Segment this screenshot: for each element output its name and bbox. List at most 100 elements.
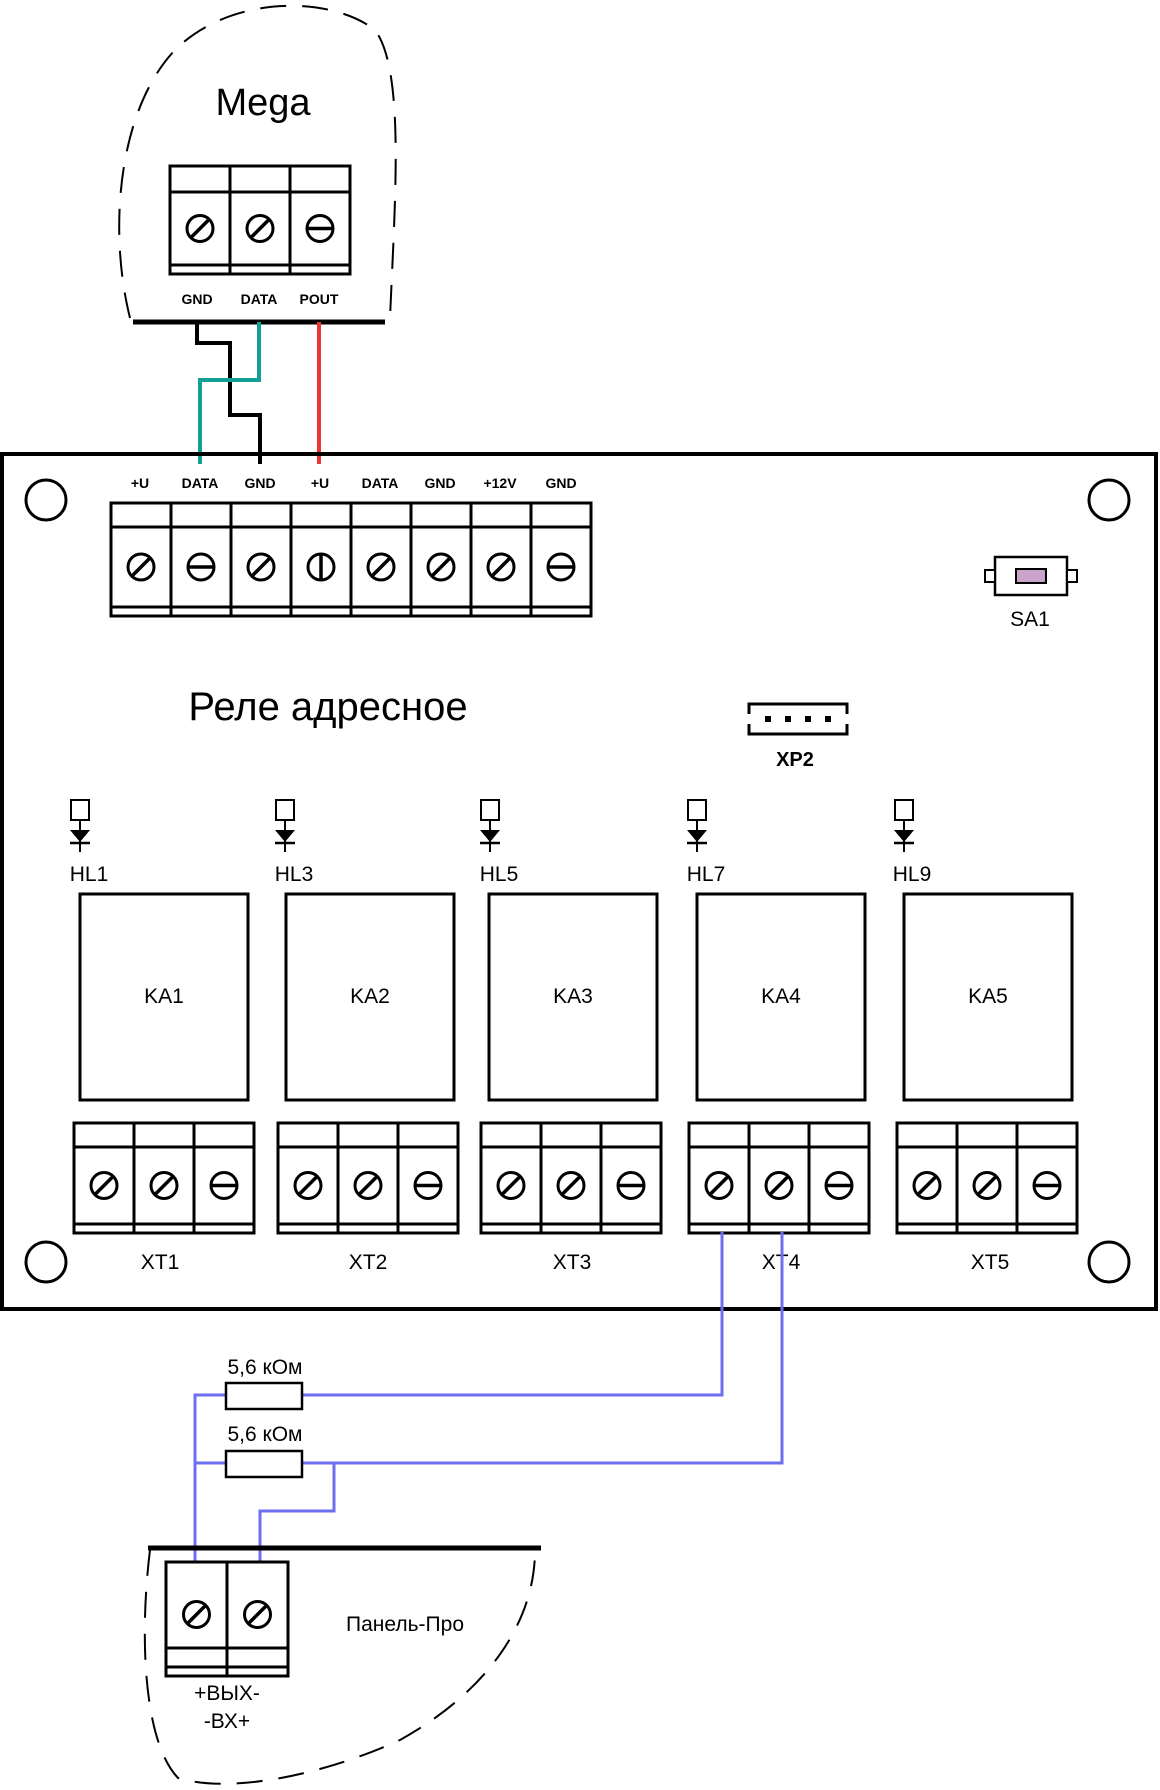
panel-pro-module: Панель-Про +ВЫХ- -ВХ+ <box>143 1545 541 1785</box>
relay-label: KA1 <box>144 985 184 1008</box>
resistor-2-label: 5,6 кОм <box>228 1423 303 1446</box>
board-pin-label: GND <box>244 475 275 491</box>
loop-wires: 5,6 кОм 5,6 кОм <box>193 1232 784 1562</box>
screw-slot <box>130 556 152 578</box>
board-pin-label: +U <box>131 475 149 491</box>
screw-slot <box>357 1175 379 1196</box>
screw-slot <box>768 1175 790 1196</box>
panel-pin-line1: +ВЫХ- <box>194 1682 260 1705</box>
diode-icon <box>70 830 90 842</box>
gnd-wire <box>195 322 262 464</box>
resistor-1 <box>224 1381 304 1411</box>
screw-slot <box>430 556 452 578</box>
diode-icon <box>894 830 914 842</box>
loop-wire-1 <box>302 1232 724 1397</box>
xp2-pin <box>765 716 771 722</box>
screw-slot <box>297 1175 319 1196</box>
resistor-2 <box>224 1449 304 1479</box>
screw-slot <box>500 1175 522 1196</box>
mount-hole-bottom-right <box>1087 1240 1131 1284</box>
sa1-cap <box>1015 568 1047 584</box>
panel-dashed-outline <box>143 1549 536 1785</box>
led-label: HL1 <box>70 863 109 886</box>
resistor-1-label: 5,6 кОм <box>228 1356 303 1379</box>
led-body <box>894 799 914 821</box>
board-title: Реле адресное <box>188 685 467 729</box>
led-label: HL3 <box>275 863 314 886</box>
sa1-lead-right <box>1066 569 1078 583</box>
diode-icon <box>480 830 500 842</box>
panel-terminal-block <box>164 1560 290 1678</box>
board-pin-label: DATA <box>182 475 219 491</box>
mega-pin-data: DATA <box>241 291 278 307</box>
mega-title: Mega <box>215 82 311 124</box>
mount-hole-top-right <box>1087 478 1131 522</box>
relay-ka5 <box>902 892 1074 1102</box>
sa1-button: SA1 <box>984 555 1078 631</box>
screw-slot <box>490 556 512 578</box>
xp2-label: XP2 <box>776 749 814 771</box>
output-label: XT5 <box>971 1251 1010 1274</box>
xp2-pin <box>825 716 831 722</box>
screw-slot <box>370 556 392 578</box>
screw-slot <box>250 556 272 578</box>
screw-slot <box>153 1175 175 1196</box>
board-outline <box>0 452 1158 1311</box>
led-label: HL9 <box>893 863 932 886</box>
mega-pin-pout: POUT <box>300 291 339 307</box>
board-pin-label: +12V <box>483 475 517 491</box>
sa1-label: SA1 <box>1010 608 1050 631</box>
led-body <box>275 799 295 821</box>
output-label: XT3 <box>553 1251 592 1274</box>
relay-label: KA4 <box>761 985 801 1008</box>
loop-wire-2 <box>258 1232 784 1562</box>
screw-slot <box>916 1175 938 1196</box>
led-body <box>480 799 500 821</box>
relay-ka1 <box>78 892 250 1102</box>
led-body <box>70 799 90 821</box>
board-pin-label: GND <box>424 475 455 491</box>
relay-ka2 <box>284 892 456 1102</box>
panel-pin-line2: -ВХ+ <box>204 1710 250 1733</box>
xp2-pin <box>785 716 791 722</box>
board-pin-label: DATA <box>362 475 399 491</box>
led-label: HL5 <box>480 863 519 886</box>
loop-wire-3 <box>193 1393 226 1562</box>
screw-slot <box>186 1604 207 1625</box>
relay-label: KA2 <box>350 985 390 1008</box>
led-indicators <box>70 799 914 852</box>
data-wire <box>198 322 261 464</box>
mega-module: Mega GND DATA POUT <box>118 4 397 325</box>
led-body <box>687 799 707 821</box>
relay-label: KA3 <box>553 985 593 1008</box>
relay-label: KA5 <box>968 985 1008 1008</box>
mega-terminal-block <box>168 164 352 276</box>
screw-slot <box>189 218 211 239</box>
output-label: XT1 <box>141 1251 180 1274</box>
sa1-lead-left <box>984 569 996 583</box>
panel-title: Панель-Про <box>346 1613 464 1636</box>
relay-ka4 <box>695 892 867 1102</box>
output-label: XT2 <box>349 1251 388 1274</box>
screw-slot <box>249 218 271 239</box>
board-pin-label: +U <box>311 475 329 491</box>
xp2-pin <box>805 716 811 722</box>
screw-slot <box>708 1175 730 1196</box>
xp2-outline <box>747 702 849 736</box>
board-input-terminal-block <box>109 501 593 618</box>
output-terminal-blocks <box>72 1121 1079 1235</box>
screw-slot <box>976 1175 998 1196</box>
bus-wires <box>195 322 321 464</box>
screw-slot <box>560 1175 582 1196</box>
mega-pin-gnd: GND <box>181 291 212 307</box>
board-pin-label: GND <box>545 475 576 491</box>
mount-hole-top-left <box>24 478 68 522</box>
relay-ka3 <box>487 892 659 1102</box>
xp2-connector: XP2 <box>747 702 849 771</box>
relay-board: +U DATA GND +U DATA GND +12V GND SA1 XP2… <box>0 452 1158 1311</box>
diode-icon <box>687 830 707 842</box>
screw-slot <box>247 1604 268 1625</box>
diode-icon <box>275 830 295 842</box>
mount-hole-bottom-left <box>24 1240 68 1284</box>
